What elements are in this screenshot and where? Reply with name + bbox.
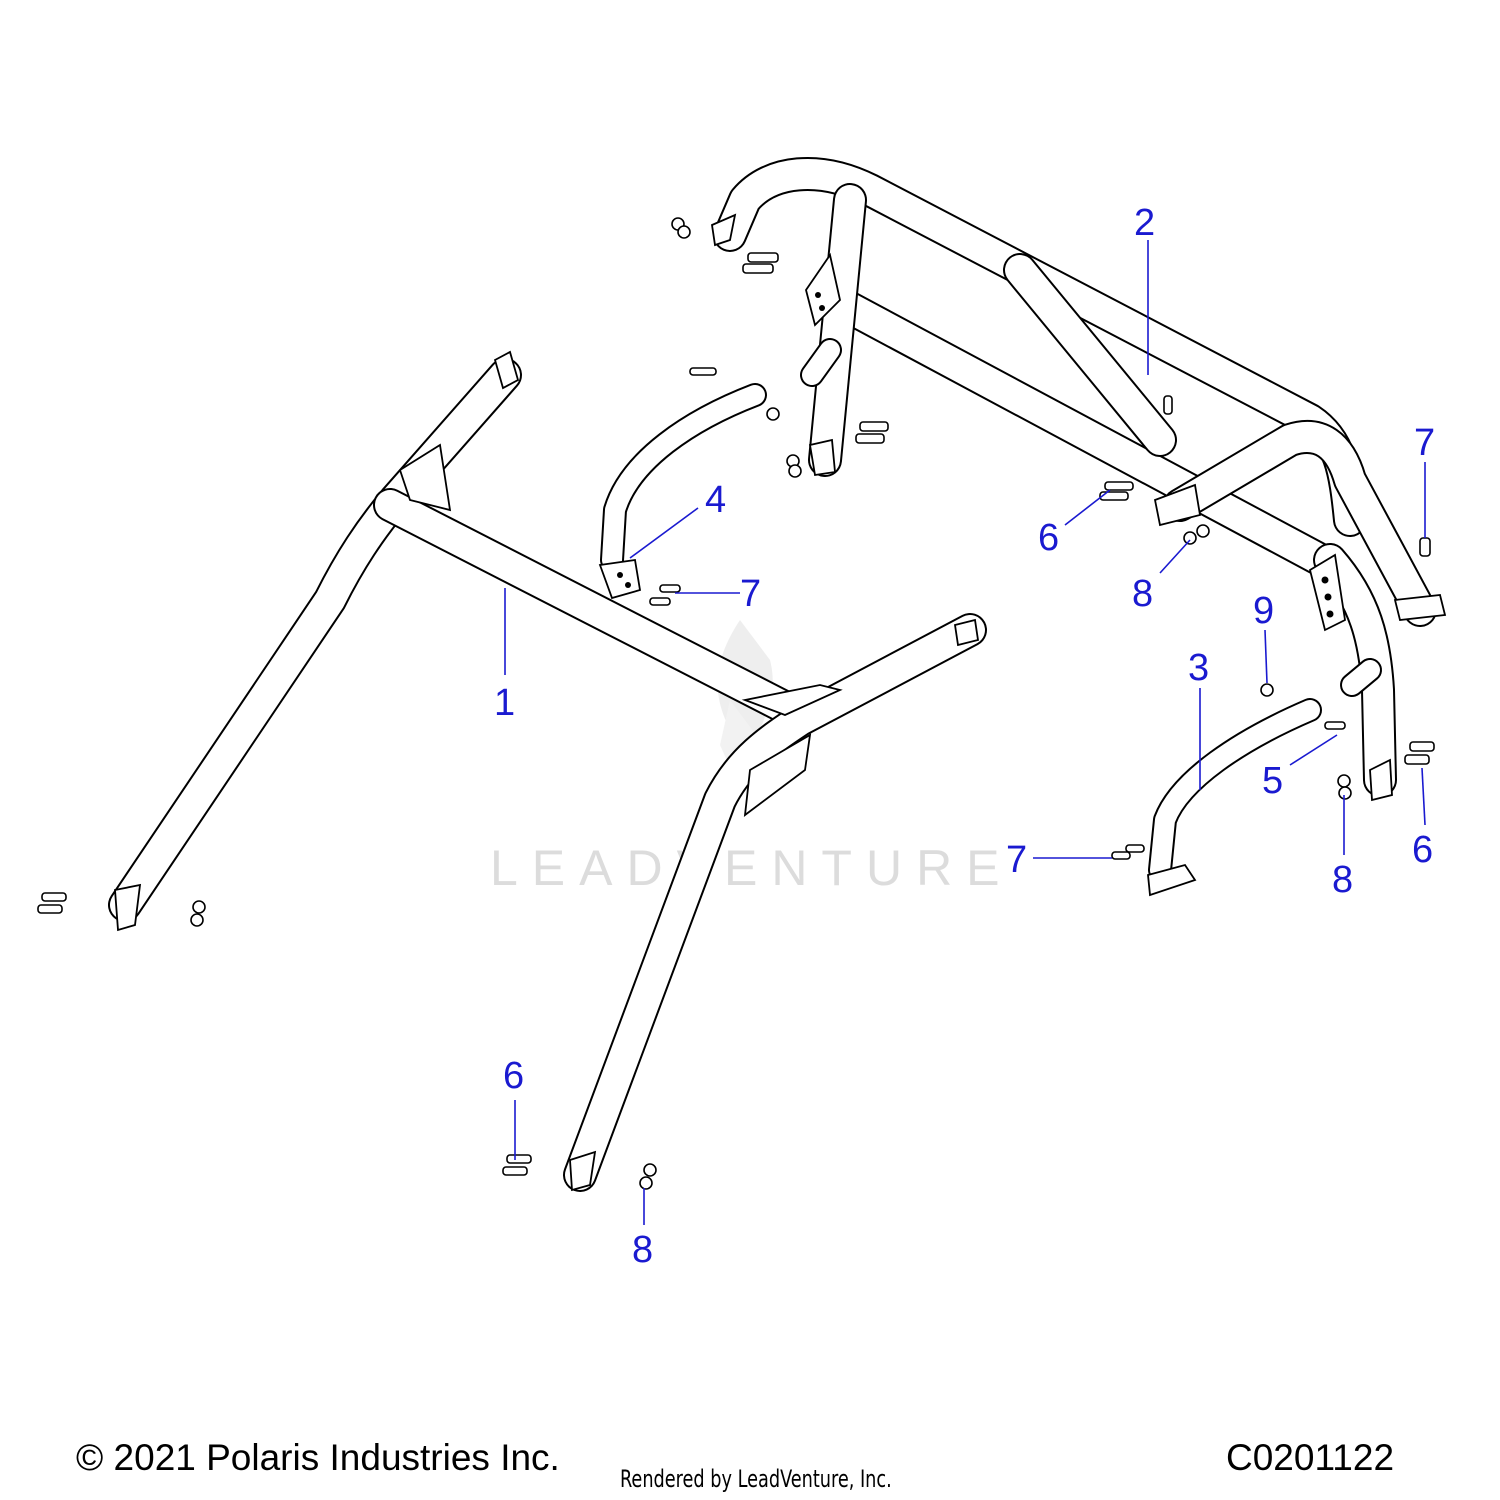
- bolt-icon: [1163, 395, 1173, 415]
- bolt-icon: [689, 367, 717, 376]
- callout-7-left: 7: [740, 573, 761, 615]
- bolt-icon: [649, 584, 681, 606]
- bolt-icon: [742, 252, 779, 274]
- diagram-code: C0201122: [1226, 1437, 1395, 1478]
- nut-icon: [190, 900, 206, 927]
- callout-4: 4: [705, 479, 726, 521]
- callout-6-right: 6: [1412, 829, 1433, 871]
- callout-7-right: 7: [1006, 839, 1027, 881]
- watermark-text: LEADVENTURE: [490, 840, 1014, 896]
- nut-icon: [639, 1163, 657, 1190]
- bolt-icon: [1404, 741, 1435, 765]
- callout-labels: 1 2 3 4 5 6 6 6 7 7 7 8 8 8 9: [494, 202, 1435, 1271]
- callout-1: 1: [494, 682, 515, 724]
- callout-8-right: 8: [1332, 859, 1353, 901]
- nut-icon: [671, 217, 691, 239]
- copyright-text: © 2021 Polaris Industries Inc.: [76, 1437, 560, 1478]
- callout-6-front: 6: [503, 1055, 524, 1097]
- bolt-icon: [1111, 844, 1145, 860]
- nut-icon: [766, 407, 780, 421]
- callout-6-rear: 6: [1038, 517, 1059, 559]
- bolt-icon: [1099, 481, 1134, 501]
- bolt-icon: [502, 1154, 532, 1176]
- leader-lines: [504, 240, 1426, 1225]
- bolt-icon: [37, 892, 67, 914]
- callout-7-top-right: 7: [1414, 422, 1435, 464]
- callout-8-rear: 8: [1132, 573, 1153, 615]
- nut-icon: [1260, 683, 1274, 697]
- bolt-icon: [1324, 721, 1346, 730]
- nut-icon: [1337, 774, 1352, 800]
- callout-9: 9: [1253, 590, 1274, 632]
- rendered-by-text: Rendered by LeadVenture, Inc.: [620, 1465, 892, 1493]
- callout-8-front: 8: [632, 1229, 653, 1271]
- nut-icon: [1183, 524, 1210, 545]
- callout-5: 5: [1262, 760, 1283, 802]
- bolt-icon: [1419, 537, 1431, 557]
- front-roll-bar: [108, 350, 987, 1192]
- nut-icon: [786, 454, 802, 478]
- bolt-icon: [855, 421, 889, 444]
- callout-2: 2: [1134, 202, 1155, 244]
- grab-handle-left: [598, 383, 767, 600]
- grab-handle-right: [1147, 698, 1322, 897]
- callout-3: 3: [1188, 647, 1209, 689]
- rear-roll-bar: [711, 157, 1447, 802]
- hardware: [37, 217, 1435, 1190]
